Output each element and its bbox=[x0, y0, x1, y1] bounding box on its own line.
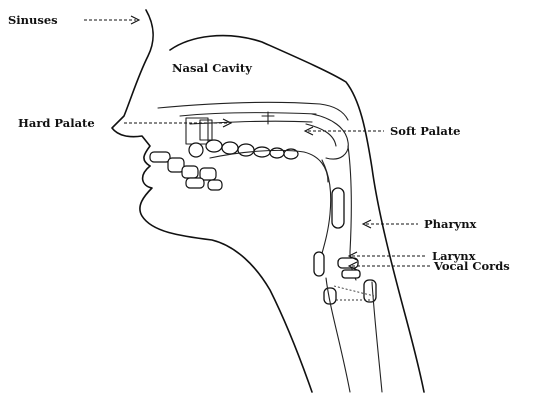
label-hard-palate: Hard Palate bbox=[18, 116, 95, 130]
trachea-back bbox=[372, 282, 382, 392]
label-vocal-cords: Vocal Cords bbox=[433, 259, 510, 273]
label-nasal-cavity: Nasal Cavity bbox=[172, 61, 252, 75]
face-profile-outline bbox=[112, 10, 153, 166]
label-pharynx: Pharynx bbox=[424, 217, 477, 231]
hard-palate-outline bbox=[180, 113, 316, 116]
cartilage-shapes bbox=[314, 188, 376, 304]
upper-teeth bbox=[189, 140, 298, 159]
nasal-cavity-floor bbox=[158, 102, 348, 120]
head-back-outline bbox=[170, 36, 424, 392]
chin-neck-outline bbox=[140, 166, 312, 392]
soft-palate-outline bbox=[312, 114, 348, 159]
soft-palate-inner bbox=[306, 124, 336, 146]
label-soft-palate: Soft Palate bbox=[390, 124, 460, 138]
label-sinuses: Sinuses bbox=[8, 13, 58, 27]
